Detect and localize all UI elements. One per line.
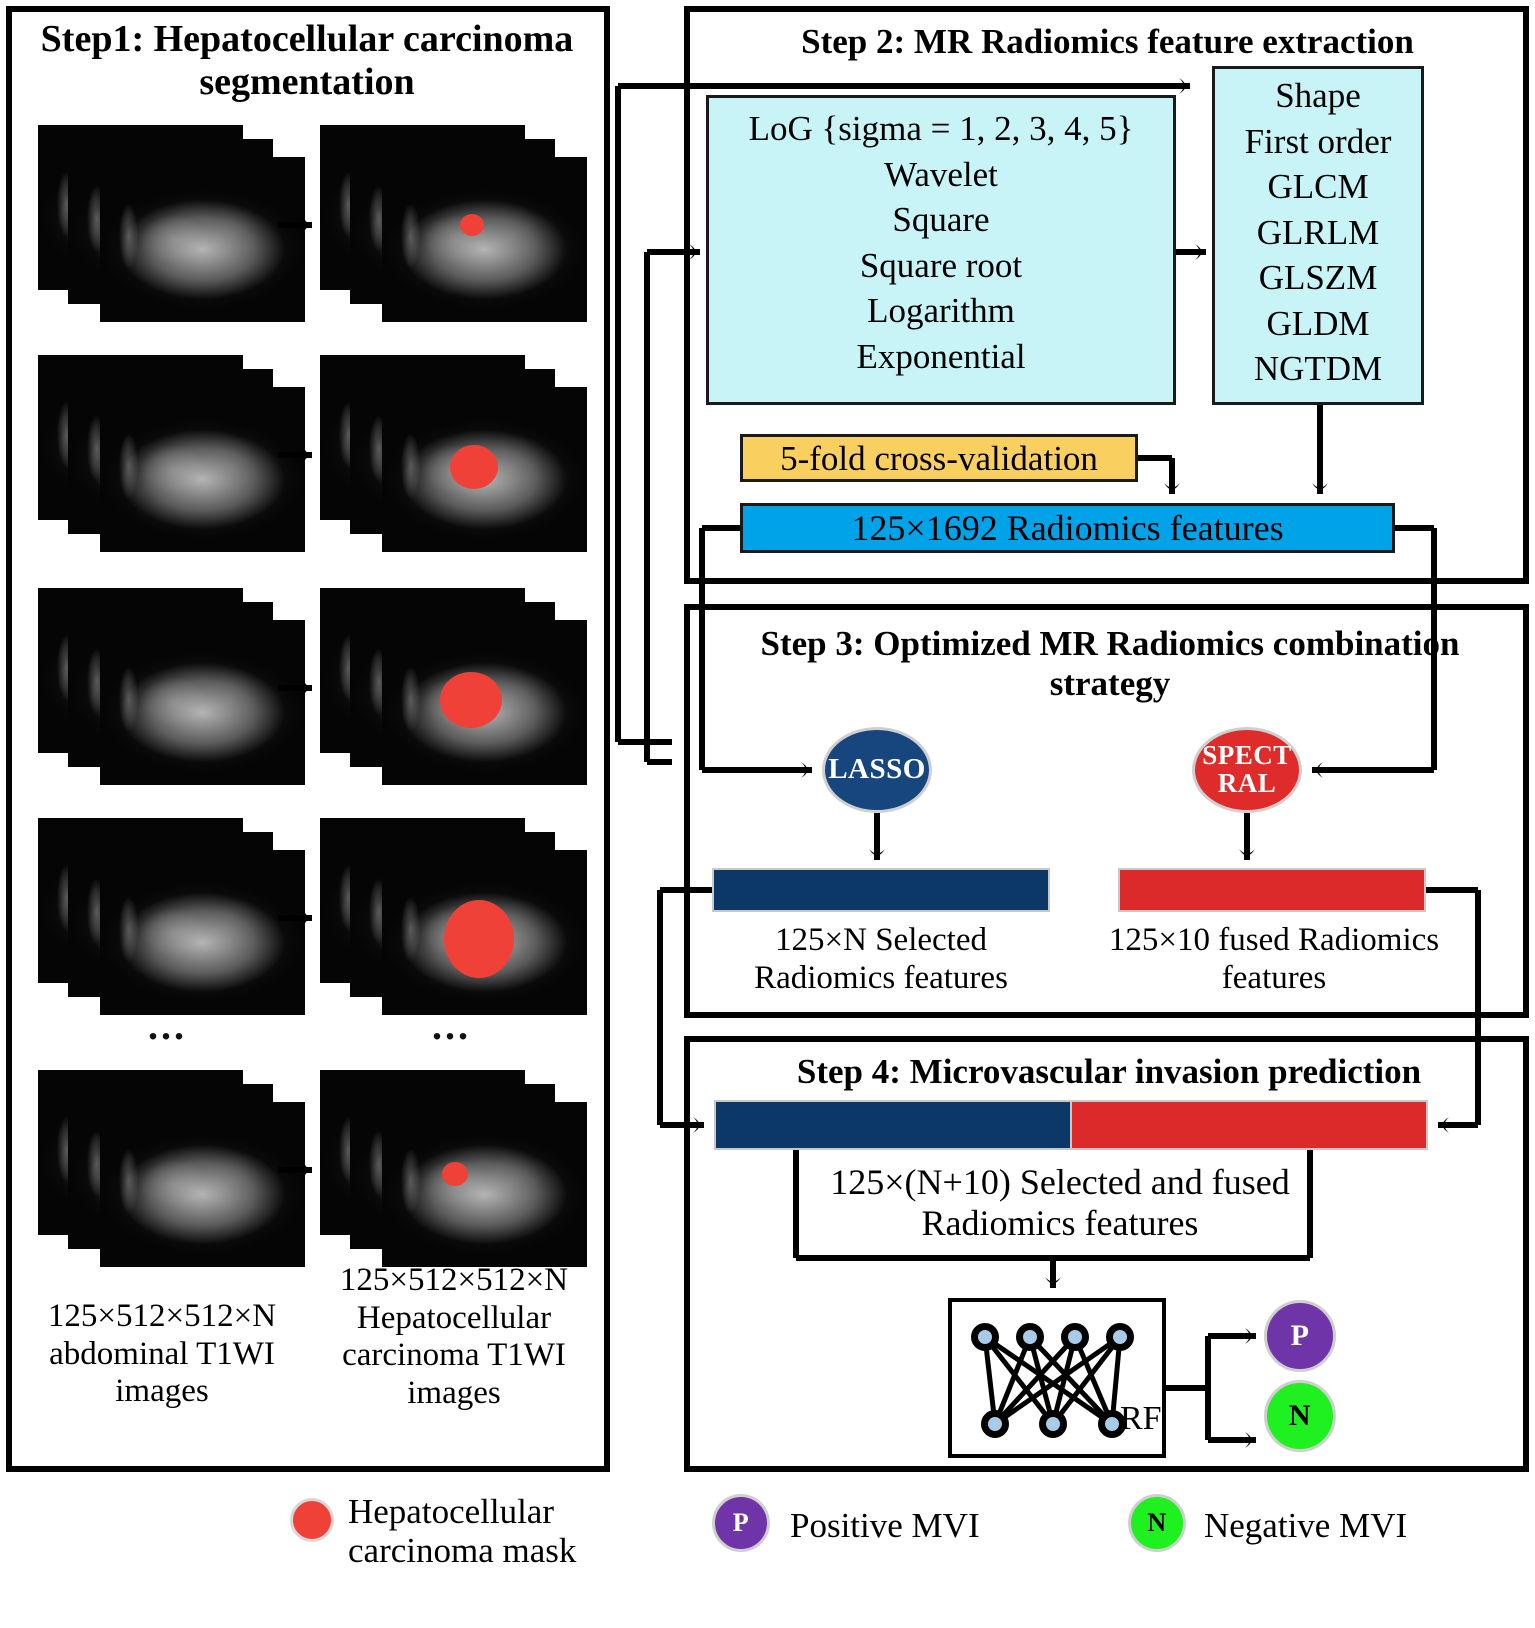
filter-line: Wavelet <box>884 154 998 194</box>
nn-node-input <box>1061 1323 1089 1351</box>
carcinoma-mask <box>450 445 498 489</box>
carcinoma-mask <box>444 900 514 978</box>
mri-stack-raw-2 <box>38 355 308 555</box>
classifier-label: RF <box>1120 1400 1162 1437</box>
feature-class: GLSZM <box>1258 258 1378 297</box>
mri-stack-raw-3 <box>38 588 308 788</box>
filter-line: Square <box>892 200 990 239</box>
selected-features-bar <box>712 868 1050 912</box>
mri-slice <box>100 850 305 1015</box>
step2-title: Step 2: MR Radiomics feature extraction <box>801 22 1414 61</box>
lasso-node[interactable]: LASSO <box>822 727 932 813</box>
mri-stack-seg-4 <box>320 818 590 1018</box>
carcinoma-mask <box>460 214 484 236</box>
carcinoma-mask <box>440 672 502 728</box>
feature-class: GLRLM <box>1256 212 1380 252</box>
mri-slice <box>382 1102 587 1267</box>
cross-validation-box: 5-fold cross-validation <box>740 434 1138 482</box>
fused-caption: 125×(N+10) Selected and fused Radiomics … <box>830 1162 1290 1244</box>
nn-node-input <box>1106 1323 1134 1351</box>
ellipsis-right: ... <box>432 1003 471 1048</box>
filter-line: LoG {sigma = 1, 2, 3, 4, 5} <box>748 109 1134 148</box>
ellipsis-left: ... <box>148 1003 187 1048</box>
nn-node-input <box>1016 1323 1044 1351</box>
nn-node-output <box>981 1410 1009 1438</box>
nn-node-output <box>1098 1410 1126 1438</box>
negative-prediction-node: N <box>1264 1380 1336 1452</box>
fused-features-caption: 125×10 fused Radiomics features <box>1108 922 1440 996</box>
mri-slice <box>382 387 587 552</box>
filter-types-box: LoG {sigma = 1, 2, 3, 4, 5} Wavelet Squa… <box>706 95 1176 405</box>
caption-segmented-images: 125×512×512×N Hepatocellular carcinoma T… <box>339 1262 569 1411</box>
mask-legend-swatch <box>290 1498 334 1542</box>
positive-prediction-node: P <box>1264 1300 1336 1372</box>
radiomics-features-box: 125×1692 Radiomics features <box>740 503 1395 553</box>
mri-slice <box>382 157 587 322</box>
feature-class: Shape <box>1275 76 1361 115</box>
mri-stack-raw-1 <box>38 125 308 325</box>
mri-stack-seg-5 <box>320 1070 590 1270</box>
spectral-line-2: RAL <box>1217 768 1277 798</box>
filter-line: Square root <box>859 245 1023 285</box>
mri-stack-seg-1 <box>320 125 590 325</box>
feature-class: NGTDM <box>1253 349 1383 388</box>
caption-raw-images: 125×512×512×N abdominal T1WI images <box>47 1298 277 1410</box>
step3-panel <box>684 604 1529 1018</box>
mri-stack-seg-2 <box>320 355 590 555</box>
mri-stack-seg-3 <box>320 588 590 788</box>
step1-title: Step1: Hepatocellular carcinoma segmenta… <box>40 18 574 103</box>
mri-stack-raw-4 <box>38 818 308 1018</box>
selected-features-caption: 125×N Selected Radiomics features <box>754 922 1008 996</box>
nn-node-input <box>971 1323 999 1351</box>
negative-legend-label: Negative MVI <box>1204 1506 1408 1545</box>
positive-legend-label: Positive MVI <box>790 1506 980 1545</box>
step3-title: Step 3: Optimized MR Radiomics combinati… <box>760 624 1460 703</box>
nn-node-output <box>1039 1410 1067 1438</box>
feature-class: First order <box>1244 121 1392 161</box>
step4-title: Step 4: Microvascular invasion predictio… <box>796 1052 1422 1091</box>
filter-line: Exponential <box>856 336 1026 376</box>
carcinoma-mask <box>442 1162 468 1186</box>
mri-slice <box>382 620 587 785</box>
mri-slice <box>100 1102 305 1267</box>
spectral-node[interactable]: SPECT RAL <box>1192 727 1302 813</box>
mri-slice <box>382 850 587 1015</box>
negative-legend-swatch: N <box>1128 1494 1186 1552</box>
fused-features-bar <box>1118 868 1426 912</box>
combined-bar-navy <box>714 1100 1072 1150</box>
filter-line: Logarithm <box>867 291 1015 330</box>
mri-slice <box>100 620 305 785</box>
combined-bar-red <box>1070 1100 1428 1150</box>
mri-stack-raw-5 <box>38 1070 308 1270</box>
spectral-line-1: SPECT <box>1202 740 1292 771</box>
mask-legend-label: Hepatocellular carcinoma mask <box>348 1492 577 1571</box>
mri-slice <box>100 157 305 322</box>
positive-legend-swatch: P <box>712 1494 770 1552</box>
feature-class: GLDM <box>1266 303 1370 343</box>
feature-class: GLCM <box>1267 167 1369 206</box>
feature-classes-box: Shape First order GLCM GLRLM GLSZM GLDM … <box>1212 66 1424 405</box>
mri-slice <box>100 387 305 552</box>
